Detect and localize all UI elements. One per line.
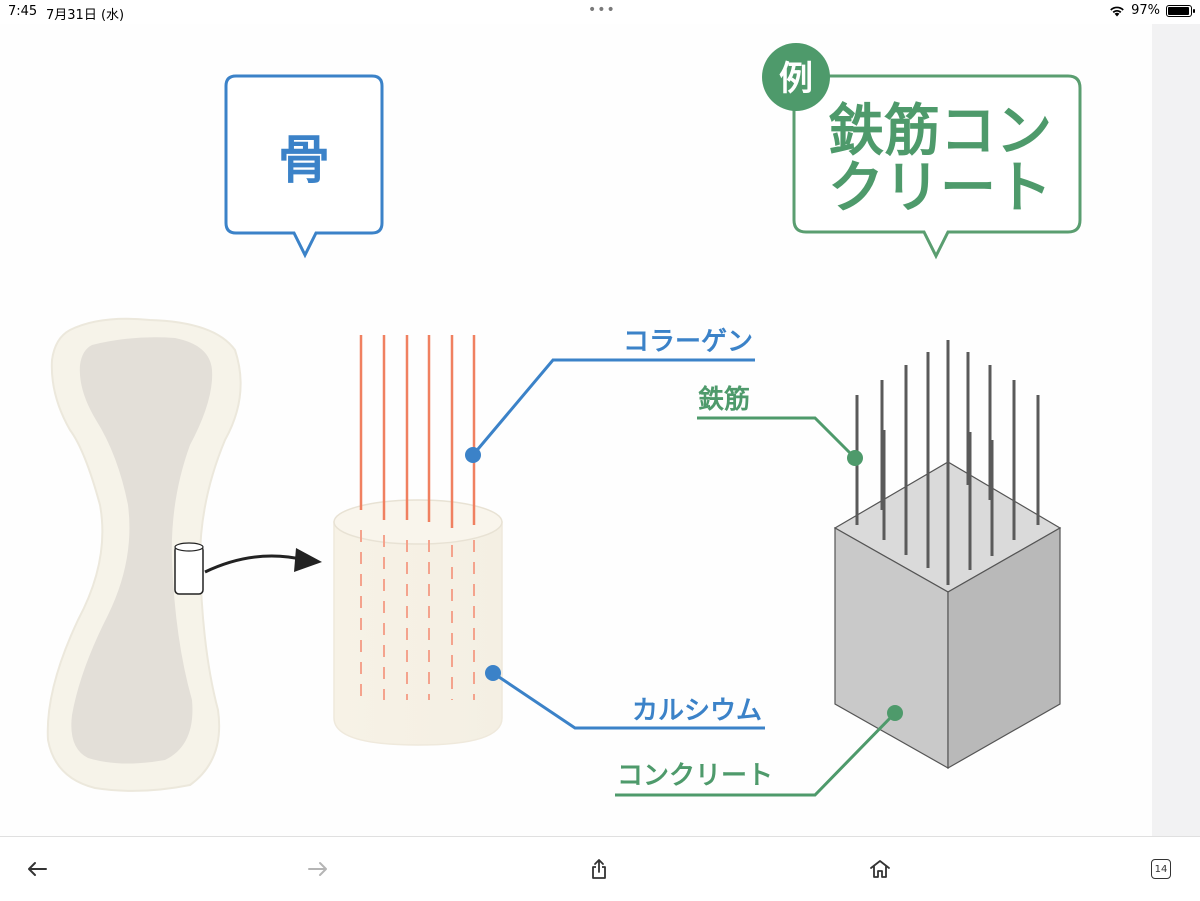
example-badge-label: 例 <box>779 59 813 99</box>
battery-icon <box>1166 4 1195 17</box>
tabs-count: 14 <box>1154 863 1168 875</box>
bone-vs-concrete-diagram: 骨 例 鉄筋コン クリート <box>46 43 1082 797</box>
collagen-callout: コラーゲン <box>465 327 755 463</box>
concrete-block <box>833 340 1062 770</box>
bone-illustration <box>46 317 322 792</box>
multitasking-dots-icon[interactable]: ••• <box>588 2 616 18</box>
share-button[interactable] <box>581 851 617 887</box>
rebar-callout: 鉄筋 <box>697 384 863 466</box>
tabs-button[interactable]: 14 <box>1143 851 1179 887</box>
status-indicators: 97% <box>1109 3 1195 18</box>
wifi-icon <box>1110 6 1124 16</box>
example-badge <box>762 43 830 111</box>
battery-level <box>1168 6 1190 15</box>
concrete-callout: コンクリート <box>615 705 903 797</box>
concrete-title-line1: 鉄筋コン <box>828 99 1052 164</box>
arrow-right-icon <box>308 862 327 876</box>
concrete-label: コンクリート <box>617 761 773 791</box>
calcium-callout: カルシウム <box>485 665 765 730</box>
bone-cross-section <box>333 335 503 746</box>
share-icon <box>592 859 606 879</box>
concrete-title-callout: 例 鉄筋コン クリート <box>762 43 1082 260</box>
zoom-arrow <box>204 554 306 574</box>
bone-sample-cylinder <box>174 545 204 595</box>
bone-title-callout: 骨 <box>224 74 384 259</box>
zoom-arrowhead-icon <box>294 548 322 572</box>
status-bar: 7:45 7月31日 (水) ••• 97% <box>0 0 1200 24</box>
forward-button[interactable] <box>300 851 336 887</box>
bone-title: 骨 <box>278 131 330 191</box>
home-icon <box>870 860 890 878</box>
status-date: 7月31日 (水) <box>46 8 125 23</box>
collagen-fibers <box>359 335 476 528</box>
concrete-title-line2: クリート <box>828 156 1052 221</box>
arrow-left-icon <box>28 862 47 876</box>
battery-percent: 97% <box>1131 3 1160 18</box>
tabs-count-icon: 14 <box>1151 859 1171 879</box>
document-page: 骨 例 鉄筋コン クリート <box>0 24 1152 836</box>
rebar-rods <box>855 340 1040 585</box>
back-button[interactable] <box>19 851 55 887</box>
collagen-label: コラーゲン <box>623 327 753 357</box>
scrollbar-gutter[interactable] <box>1152 24 1200 836</box>
calcium-label: カルシウム <box>632 696 762 726</box>
rebar-label: 鉄筋 <box>698 384 750 415</box>
browser-toolbar: 14 <box>0 836 1200 901</box>
home-button[interactable] <box>862 851 898 887</box>
status-time: 7:45 <box>8 4 38 19</box>
